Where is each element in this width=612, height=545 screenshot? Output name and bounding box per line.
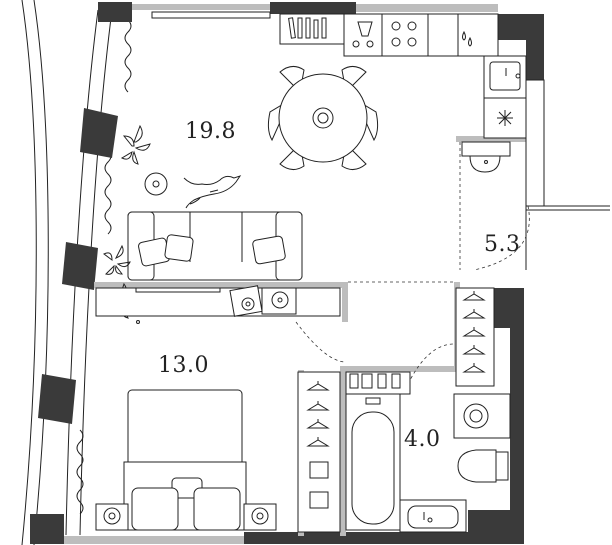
entry-sink	[461, 141, 511, 173]
plant-living	[120, 124, 151, 165]
room-area-hall: 5.3	[484, 232, 521, 257]
room-area-living: 19.8	[185, 119, 236, 144]
books-shelf	[288, 17, 327, 39]
exterior-walls	[30, 2, 544, 544]
tv-unit	[95, 285, 341, 317]
hall-wardrobe	[455, 287, 495, 387]
sofa	[127, 211, 303, 281]
water-drops-icon	[462, 30, 472, 47]
dining-set	[267, 66, 379, 170]
kitchen-counter	[151, 11, 527, 139]
bed	[95, 389, 277, 531]
living-decor	[144, 172, 242, 209]
door-swings	[295, 142, 530, 385]
room-area-bedroom: 13.0	[158, 353, 209, 378]
room-area-bathroom: 4.0	[404, 427, 441, 452]
snowflake-icon	[497, 110, 513, 126]
curtains	[76, 19, 132, 515]
bathroom-fixtures	[345, 371, 511, 533]
plant-sofa	[103, 244, 131, 275]
bedroom-wardrobe	[297, 371, 341, 533]
